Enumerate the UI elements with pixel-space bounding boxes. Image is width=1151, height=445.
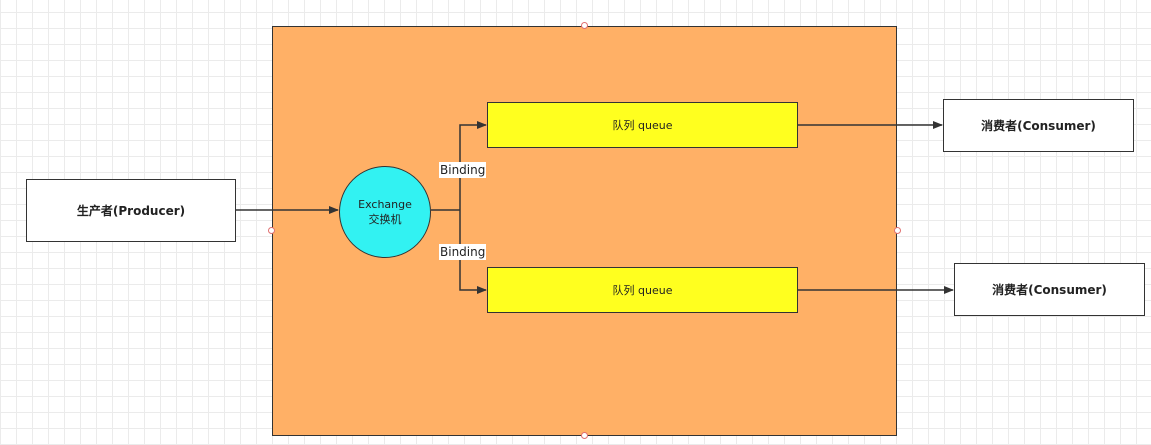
queue-label-top: 队列 queue <box>612 119 673 132</box>
queue-label-bottom: 队列 queue <box>612 284 673 297</box>
binding-label-bottom: Binding <box>439 244 487 260</box>
consumer-label-top: 消费者(Consumer) <box>981 119 1096 133</box>
consumer-label-bottom: 消费者(Consumer) <box>992 283 1107 297</box>
producer-node[interactable]: 生产者(Producer) <box>26 179 236 242</box>
exchange-node[interactable]: Exchange 交换机 <box>339 166 431 258</box>
resize-handle-right[interactable] <box>894 227 901 234</box>
resize-handle-bottom[interactable] <box>581 432 588 439</box>
resize-handle-top[interactable] <box>581 22 588 29</box>
producer-label: 生产者(Producer) <box>76 204 186 218</box>
resize-handle-left[interactable] <box>268 227 275 234</box>
queue-node-bottom[interactable]: 队列 queue <box>487 267 798 313</box>
binding-label-top: Binding <box>439 162 487 178</box>
queue-node-top[interactable]: 队列 queue <box>487 102 798 148</box>
exchange-label-line2: 交换机 <box>368 213 402 226</box>
exchange-label-line1: Exchange <box>358 198 412 211</box>
consumer-node-top[interactable]: 消费者(Consumer) <box>943 99 1134 152</box>
consumer-node-bottom[interactable]: 消费者(Consumer) <box>954 263 1145 316</box>
